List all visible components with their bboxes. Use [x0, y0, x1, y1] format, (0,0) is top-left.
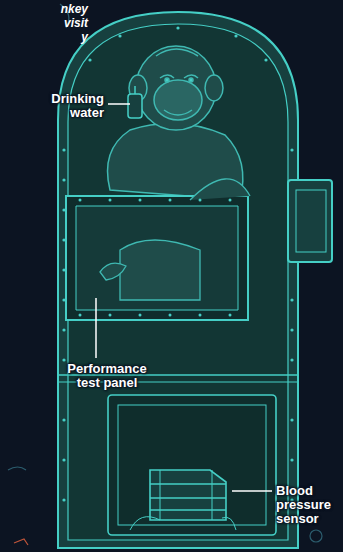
window-frame [66, 196, 248, 320]
window-frame [76, 206, 238, 310]
rivets [62, 358, 65, 361]
chimp-figure [165, 78, 169, 82]
rivets [62, 328, 65, 331]
capsule-body [296, 190, 326, 252]
rivets [176, 26, 179, 29]
background-decor [14, 539, 28, 545]
rivets [290, 418, 293, 421]
lower-compartment [160, 470, 161, 520]
window-rivets [109, 199, 112, 202]
window-frame [190, 179, 250, 200]
lower-compartment [108, 395, 276, 535]
background-decor [8, 467, 26, 470]
window-rivets [169, 314, 172, 317]
lower-compartment [108, 395, 276, 535]
window-rivets [229, 314, 232, 317]
window-rivets [109, 314, 112, 317]
rivets [62, 178, 65, 181]
intro-text: nkey [30, 2, 88, 16]
part-label: Performance test panel [62, 362, 152, 390]
rivets [290, 358, 293, 361]
lower-compartment [212, 470, 213, 520]
drinking-water-bottle [134, 86, 136, 94]
window-rivets [199, 314, 202, 317]
leader-line [232, 490, 272, 492]
chimp-figure [154, 80, 202, 120]
intro-text: visit [30, 16, 88, 30]
rivets [290, 328, 293, 331]
window-rivets [79, 314, 82, 317]
window-frame [100, 263, 126, 280]
background-decor [310, 530, 322, 542]
chimp-figure [205, 75, 223, 101]
intro-text: y [30, 30, 88, 44]
chimp-figure [108, 46, 243, 200]
rivets [62, 148, 65, 151]
window-rivets [79, 199, 232, 317]
lower-compartment [150, 497, 226, 499]
leader-line [95, 298, 97, 358]
rivets [264, 58, 267, 61]
drinking-water-bottle [128, 94, 142, 118]
lower-compartment [130, 517, 236, 530]
rivets [290, 298, 293, 301]
capsule-body [288, 180, 332, 262]
window-rivets [199, 199, 202, 202]
window-rivets [229, 199, 232, 202]
window-rivets [79, 199, 82, 202]
lower-compartment [150, 470, 226, 520]
background-decor [8, 4, 322, 545]
drinking-water-bottle [128, 86, 142, 118]
chimp-figure [189, 78, 193, 82]
rivets [290, 458, 293, 461]
leader-lines [96, 104, 272, 491]
window-rivets [139, 199, 142, 202]
rivets [290, 148, 293, 151]
window-frame [66, 179, 250, 320]
lower-compartment [118, 405, 266, 525]
part-label: Drinking water [30, 92, 104, 120]
leader-line [108, 103, 130, 105]
window-frame [120, 240, 200, 300]
chimp-figure [136, 46, 216, 130]
rivets [118, 34, 121, 37]
rivets [88, 58, 91, 61]
rivets [62, 418, 65, 421]
chimp-figure [164, 110, 192, 115]
rivets [234, 34, 237, 37]
chimp-figure [156, 49, 198, 56]
chimp-figure [160, 75, 198, 78]
window-rivets [139, 314, 142, 317]
rivets [62, 458, 65, 461]
part-label: Blood pressure sensor [276, 484, 342, 526]
lower-compartment [150, 483, 226, 485]
lower-compartment [150, 509, 226, 511]
rivets [62, 498, 65, 501]
window-rivets [169, 199, 172, 202]
